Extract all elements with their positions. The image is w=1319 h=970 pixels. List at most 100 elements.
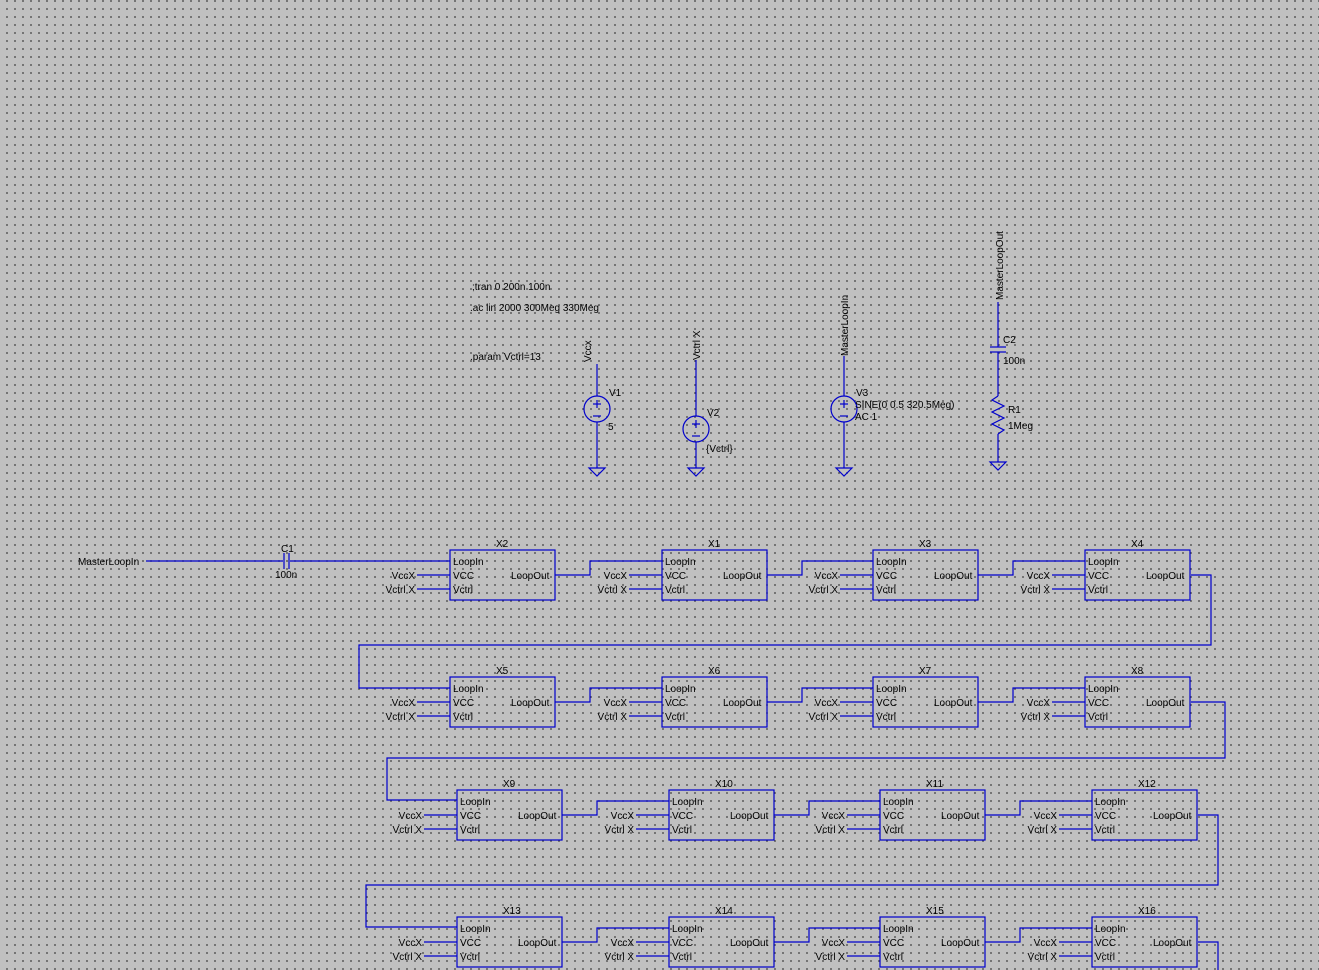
- pin-vctrl: Vctrl: [665, 585, 685, 596]
- block-ref: X7: [919, 666, 932, 677]
- net-label-vccx: VccX: [611, 811, 635, 822]
- pin-vcc: VCC: [876, 571, 897, 582]
- voltage-source-v3[interactable]: MasterLoopIn V3 SINE(0 0.5 320.5Meg) AC …: [830, 295, 955, 477]
- pin-vcc: VCC: [460, 938, 481, 949]
- v3-value-ac[interactable]: AC 1: [855, 412, 878, 423]
- block-ref: X8: [1131, 666, 1144, 677]
- pin-loopout: LoopOut: [1153, 938, 1192, 949]
- pin-loopin: LoopIn: [1088, 557, 1119, 568]
- pin-vctrl: Vctrl: [665, 712, 685, 723]
- tran-directive[interactable]: ;tran 0 200n 100n: [472, 282, 550, 293]
- pin-vcc: VCC: [453, 698, 474, 709]
- pin-vctrl: Vctrl: [1088, 585, 1108, 596]
- block-ref: X11: [926, 779, 943, 790]
- pin-vcc: VCC: [665, 698, 686, 709]
- net-label-vccx: VccX: [392, 698, 416, 709]
- ac-directive[interactable]: .ac lin 2000 300Meg 330Meg: [470, 303, 599, 314]
- pin-loopout: LoopOut: [1146, 571, 1185, 582]
- c2-ref: C2: [1003, 335, 1016, 346]
- block-ref: X4: [1131, 539, 1144, 550]
- block-ref: X3: [919, 539, 932, 550]
- loop-link-wire: [555, 560, 662, 576]
- pin-vcc: VCC: [876, 698, 897, 709]
- r1-value[interactable]: 1Meg: [1008, 421, 1033, 432]
- voltage-source-v1[interactable]: Vccx V1 5: [583, 340, 622, 477]
- ground-icon: [988, 461, 1008, 471]
- net-label-vccx: VccX: [1027, 698, 1051, 709]
- pin-loopout: LoopOut: [723, 571, 762, 582]
- voltage-source-v2[interactable]: Vctrl X V2 {Vctrl}: [682, 330, 733, 477]
- ground-icon: [686, 467, 706, 477]
- net-label-vccx: VccX: [1034, 811, 1058, 822]
- pin-loopin: LoopIn: [1088, 684, 1119, 695]
- net-label-vccx: VccX: [1034, 938, 1058, 949]
- net-label-vctrlx: Vctrl X: [1028, 952, 1058, 963]
- pin-vcc: VCC: [1088, 571, 1109, 582]
- pin-vcc: VCC: [1095, 811, 1116, 822]
- c1-value[interactable]: 100n: [275, 570, 297, 581]
- pin-vcc: VCC: [665, 571, 686, 582]
- pin-vctrl: Vctrl: [876, 712, 896, 723]
- v1-value[interactable]: 5: [608, 422, 614, 433]
- rc-load[interactable]: MasterLoopOut C2 100n R1 1Meg: [988, 231, 1033, 471]
- net-label-vccx: Vccx: [583, 340, 594, 362]
- v3-value-sine[interactable]: SINE(0 0.5 320.5Meg): [855, 400, 955, 411]
- c1-ref: C1: [281, 544, 294, 555]
- pin-vcc: VCC: [883, 811, 904, 822]
- pin-vcc: VCC: [672, 938, 693, 949]
- loop-link-wire: [774, 800, 880, 816]
- pin-loopin: LoopIn: [883, 924, 914, 935]
- v2-ref: V2: [707, 408, 720, 419]
- pin-vctrl: Vctrl: [883, 952, 903, 963]
- pin-loopout: LoopOut: [518, 811, 557, 822]
- block-ref: X6: [708, 666, 721, 677]
- input-coupling[interactable]: MasterLoopIn C1 100n: [78, 544, 450, 581]
- net-label-masterloopout: MasterLoopOut: [995, 231, 1006, 300]
- loop-link-wire: [978, 687, 1085, 703]
- v2-value[interactable]: {Vctrl}: [706, 444, 733, 455]
- net-label-vctrlx: Vctrl X: [605, 825, 635, 836]
- pin-loopin: LoopIn: [665, 684, 696, 695]
- c2-value[interactable]: 100n: [1003, 356, 1025, 367]
- pin-loopout: LoopOut: [941, 938, 980, 949]
- pin-vcc: VCC: [453, 571, 474, 582]
- pin-loopin: LoopIn: [672, 797, 703, 808]
- pin-loopout: LoopOut: [1146, 698, 1185, 709]
- resistor-r1[interactable]: [990, 395, 1006, 435]
- pin-loopout: LoopOut: [934, 698, 973, 709]
- pin-loopin: LoopIn: [453, 557, 484, 568]
- pin-vcc: VCC: [460, 811, 481, 822]
- param-directive[interactable]: .param Vctrl=13: [470, 352, 541, 363]
- pin-vcc: VCC: [1088, 698, 1109, 709]
- pin-loopout: LoopOut: [518, 938, 557, 949]
- net-label-masterloopin: MasterLoopIn: [840, 295, 851, 356]
- net-label-vctrlx: Vctrl X: [816, 825, 846, 836]
- net-label-vctrlx: Vctrl X: [393, 825, 423, 836]
- pin-loopin: LoopIn: [453, 684, 484, 695]
- net-label-vctrlx: Vctrl X: [809, 712, 839, 723]
- pin-vctrl: Vctrl: [453, 585, 473, 596]
- pin-loopin: LoopIn: [460, 924, 491, 935]
- pin-vcc: VCC: [672, 811, 693, 822]
- net-label-vctrlx: Vctrl X: [816, 952, 846, 963]
- block-ref: X15: [926, 906, 944, 917]
- block-ref: X10: [715, 779, 733, 790]
- net-label-vccx: VccX: [815, 698, 839, 709]
